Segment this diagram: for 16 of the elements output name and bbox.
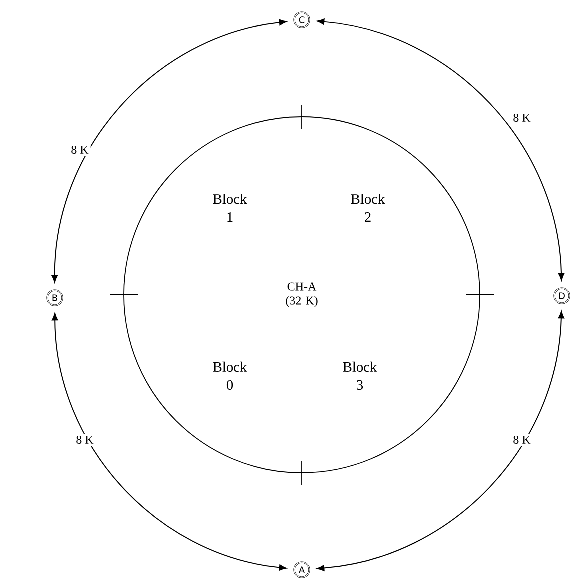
block-label: Block 2	[351, 194, 386, 222]
edge-label: 8 K	[514, 114, 531, 122]
circled-letter: C	[294, 12, 310, 28]
circled-letter: B	[46, 290, 64, 306]
edge-label: 8 K	[76, 436, 94, 444]
curved-arrow	[52, 313, 287, 571]
curved-arrow	[317, 311, 565, 572]
block-label: Block 1	[213, 194, 248, 222]
block-label: Block 3	[343, 362, 378, 390]
curved-arrow	[52, 19, 287, 283]
curved-arrow	[317, 18, 565, 281]
block-label: Block 0	[213, 362, 248, 390]
edge-label: 8 K	[72, 146, 89, 154]
circled-letter: A	[294, 562, 310, 578]
circled-letter: D	[554, 288, 570, 304]
edge-label: 8 K	[514, 436, 531, 444]
